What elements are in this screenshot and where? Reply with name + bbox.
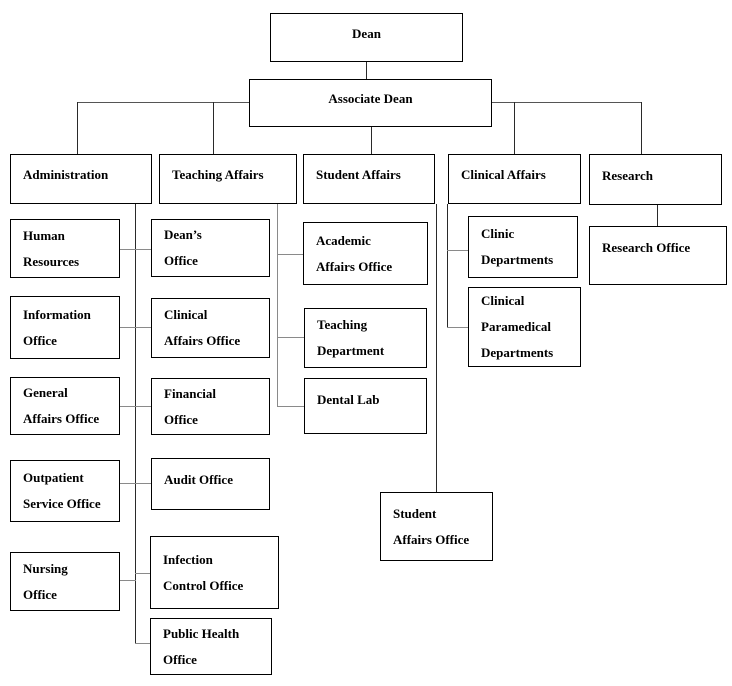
org-node-student-affairs: Student Affairs	[303, 154, 435, 204]
connector-bus-teaching-affairs	[277, 204, 278, 407]
connector-bus-student-affairs	[436, 204, 437, 492]
org-node-teaching-department: Teaching Department	[304, 308, 427, 368]
org-node-human-resources: Human Resources	[10, 219, 120, 278]
connector-bus-administration	[135, 204, 136, 644]
org-node-clinical-paramedical-departments: Clinical Paramedical Departments	[468, 287, 581, 367]
connector-dean-to-associate-dean	[366, 62, 367, 79]
org-node-clinical-affairs-office: Clinical Affairs Office	[151, 298, 270, 358]
org-node-audit-office: Audit Office	[151, 458, 270, 510]
org-node-administration: Administration	[10, 154, 152, 204]
org-node-research-office: Research Office	[589, 226, 727, 285]
connector-stub-outpatient-service-office	[120, 483, 151, 484]
connector-drop-research	[641, 102, 642, 154]
connector-drop-administration	[77, 102, 78, 154]
connector-stub-infection-control-office	[135, 573, 151, 574]
connector-stub-human-resources	[120, 249, 151, 250]
org-node-information-office: Information Office	[10, 296, 120, 359]
connector-drop-clinical-affairs	[514, 102, 515, 154]
org-node-academic-affairs-office: Academic Affairs Office	[303, 222, 428, 285]
connector-stub-clinical-paramedical-departments	[447, 327, 468, 328]
connector-stub-general-affairs-office	[120, 406, 151, 407]
org-node-research: Research	[589, 154, 722, 205]
org-node-outpatient-service-office: Outpatient Service Office	[10, 460, 120, 522]
connector-stub-teaching-department	[277, 337, 305, 338]
connector-stub-public-health-office	[135, 643, 151, 644]
org-node-deans-office: Dean’s Office	[151, 219, 270, 277]
org-node-dental-lab: Dental Lab	[304, 378, 427, 434]
connector-drop-teaching-affairs	[213, 102, 214, 154]
org-node-dean: Dean	[270, 13, 463, 62]
org-node-student-affairs-office: Student Affairs Office	[380, 492, 493, 561]
connector-stub-dental-lab	[277, 406, 305, 407]
org-node-public-health-office: Public Health Office	[150, 618, 272, 675]
connector-stub-academic-affairs-office	[277, 254, 304, 255]
connector-stub-nursing-office	[120, 580, 136, 581]
connector-stub-clinic-departments	[447, 250, 468, 251]
org-node-nursing-office: Nursing Office	[10, 552, 120, 611]
org-node-clinical-affairs: Clinical Affairs	[448, 154, 581, 204]
org-node-clinic-departments: Clinic Departments	[468, 216, 578, 278]
connector-research-to-research-office	[657, 205, 658, 226]
connector-stub-information-office	[120, 327, 151, 328]
connector-bus-clinical-affairs	[447, 204, 448, 328]
org-node-financial-office: Financial Office	[151, 378, 270, 435]
org-node-general-affairs-office: General Affairs Office	[10, 377, 120, 435]
connector-drop-student-affairs	[371, 127, 372, 154]
org-node-associate-dean: Associate Dean	[249, 79, 492, 127]
org-node-infection-control-office: Infection Control Office	[150, 536, 279, 609]
org-node-teaching-affairs: Teaching Affairs	[159, 154, 297, 204]
